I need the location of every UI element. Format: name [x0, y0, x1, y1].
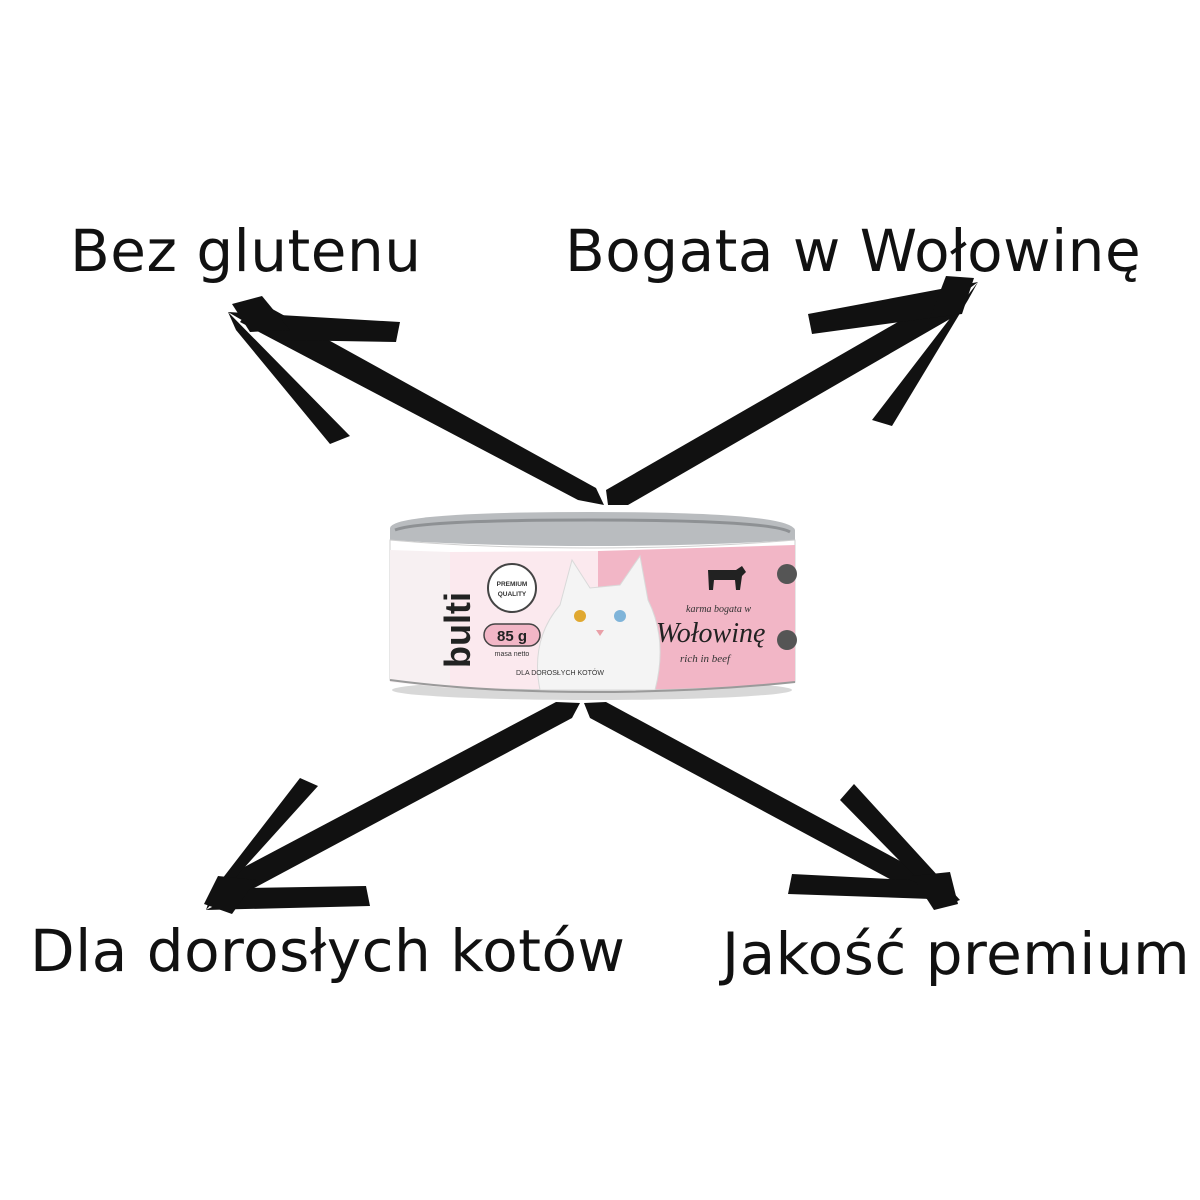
net-mass: masa netto — [495, 651, 530, 658]
cow-icon — [708, 566, 746, 590]
badge-line1: PREMIUM — [497, 581, 528, 588]
arrow-down-left — [204, 702, 580, 914]
feature-premium-quality: Jakość premium — [722, 920, 1191, 988]
flavor-name: Wołowinę — [656, 618, 765, 649]
can-lid — [390, 512, 795, 546]
arrow-down-right — [584, 702, 960, 910]
brand-logo: bulti — [437, 592, 478, 668]
arrow-up-left — [228, 296, 604, 505]
feature-rich-in-beef: Bogata w Wołowinę — [565, 217, 1142, 285]
side-icon-top — [777, 564, 797, 584]
feature-gluten-free: Bez glutenu — [70, 217, 422, 285]
badge-line2: QUALITY — [498, 591, 527, 598]
audience-text: DLA DOROSŁYCH KOTÓW — [516, 668, 604, 677]
tagline: karma bogata w — [686, 604, 751, 615]
side-icon-bottom — [777, 630, 797, 650]
feature-adult-cats: Dla dorosłych kotów — [30, 917, 626, 985]
arrow-up-right — [606, 276, 978, 505]
weight-value: 85 g — [497, 628, 527, 645]
cat-image — [537, 554, 661, 691]
premium-badge — [487, 563, 537, 613]
flavor-en: rich in beef — [680, 653, 732, 665]
